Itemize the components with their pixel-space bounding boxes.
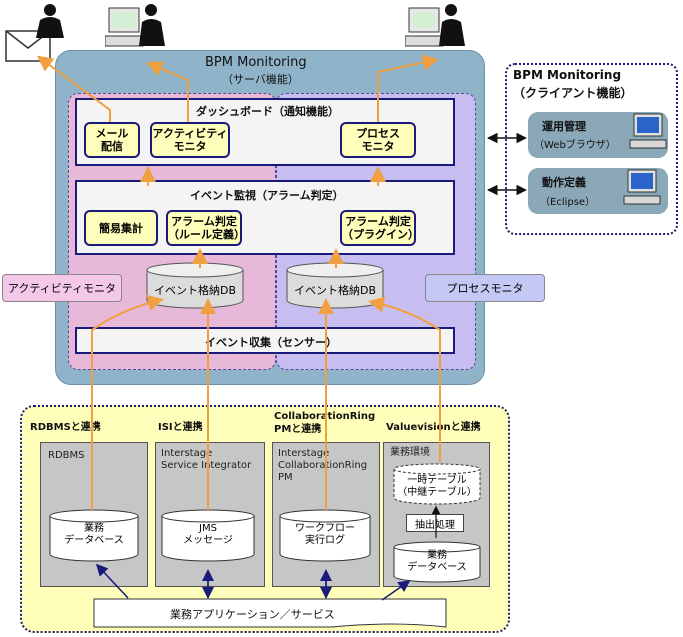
- rdbms-db-label: 業務 データベース: [64, 523, 124, 546]
- dashboard-label: ダッシュボード（通知機能）: [196, 105, 339, 118]
- simple-agg-box: 簡易集計: [84, 210, 158, 246]
- crpm-heading: CollaborationRing PMと連携: [274, 411, 376, 435]
- process-monitor-tag: プロセスモニタ: [425, 274, 545, 302]
- rdbms-db-cylinder: [49, 509, 139, 562]
- isi-heading: ISIと連携: [158, 422, 203, 433]
- alarm-plugin-box: アラーム判定 （プラグイン）: [340, 210, 419, 246]
- server-subtitle: （サーバ機能）: [222, 73, 299, 86]
- ops-label: 運用管理: [542, 120, 586, 133]
- workflow-log-label: ワークフロー 実行ログ: [295, 523, 355, 546]
- isi-panel-label: Interstage Service Integrator: [161, 448, 252, 471]
- server-title: BPM Monitoring: [205, 55, 307, 70]
- event-monitor-label: イベント監視（アラーム判定）: [190, 189, 344, 202]
- vv-db-label: 業務 データベース: [407, 550, 467, 573]
- vv-heading: Valuevisionと連携: [386, 422, 481, 433]
- mail-box: メール 配信: [84, 122, 140, 158]
- rdbms-heading: RDBMSと連携: [30, 422, 101, 433]
- pc-icon: [623, 169, 661, 205]
- temp-table-cylinder: [393, 463, 481, 505]
- jms-cylinder: [161, 509, 255, 562]
- activity-monitor-box: アクティビティ モニタ: [150, 122, 230, 158]
- app-banner-shape: [93, 598, 447, 628]
- crpm-panel-label: Interstage CollaborationRing PM: [278, 448, 368, 483]
- client-subtitle: （クライアント機能）: [513, 86, 633, 100]
- def-sub: （Eclipse）: [540, 197, 596, 208]
- client-title: BPM Monitoring: [513, 68, 622, 82]
- event-collect-bar: [75, 327, 455, 354]
- workflow-log-cylinder: [279, 509, 371, 562]
- temp-table-label: 一時テーブル （中継テーブル）: [397, 475, 477, 498]
- alarm-rule-box: アラーム判定 （ルール定義）: [166, 210, 245, 246]
- def-label: 動作定義: [542, 176, 586, 189]
- rdbms-panel-label: RDBMS: [48, 450, 85, 461]
- event-db-left-label: イベント格納DB: [153, 284, 237, 297]
- extract-process-box: 抽出処理: [406, 514, 464, 532]
- pc-icon: [629, 113, 667, 149]
- activity-monitor-tag: アクティビティモニタ: [2, 274, 122, 302]
- event-db-right-label: イベント格納DB: [293, 284, 377, 297]
- event-collect-label: イベント収集（センサー）: [205, 336, 337, 349]
- jms-label: JMS メッセージ: [183, 523, 233, 546]
- event-db-right-cylinder: [286, 262, 384, 309]
- vv-panel-label: 業務環境: [390, 447, 430, 458]
- user-pc-icon: [405, 4, 465, 47]
- user-pc-icon: [36, 4, 64, 38]
- app-banner-label: 業務アプリケーション／サービス: [170, 608, 335, 621]
- vv-db-cylinder: [393, 541, 481, 583]
- process-monitor-box: プロセス モニタ: [340, 122, 416, 158]
- user-pc-icon: [105, 4, 165, 47]
- ops-sub: （Webブラウザ）: [534, 140, 616, 151]
